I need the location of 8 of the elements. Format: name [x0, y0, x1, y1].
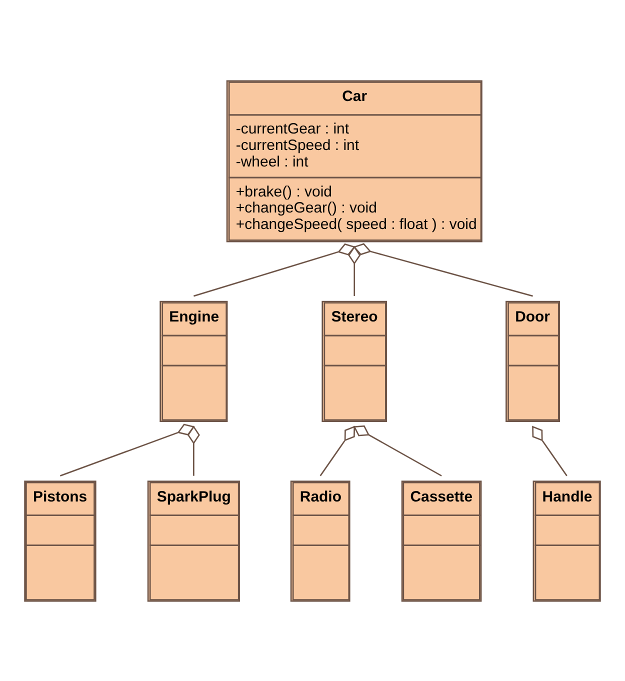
connector [353, 242, 533, 296]
connector [187, 425, 200, 476]
connector [193, 242, 356, 296]
connector [320, 425, 356, 476]
connector [532, 425, 568, 476]
connector [348, 245, 361, 296]
connector [353, 424, 442, 476]
connector [60, 423, 195, 476]
